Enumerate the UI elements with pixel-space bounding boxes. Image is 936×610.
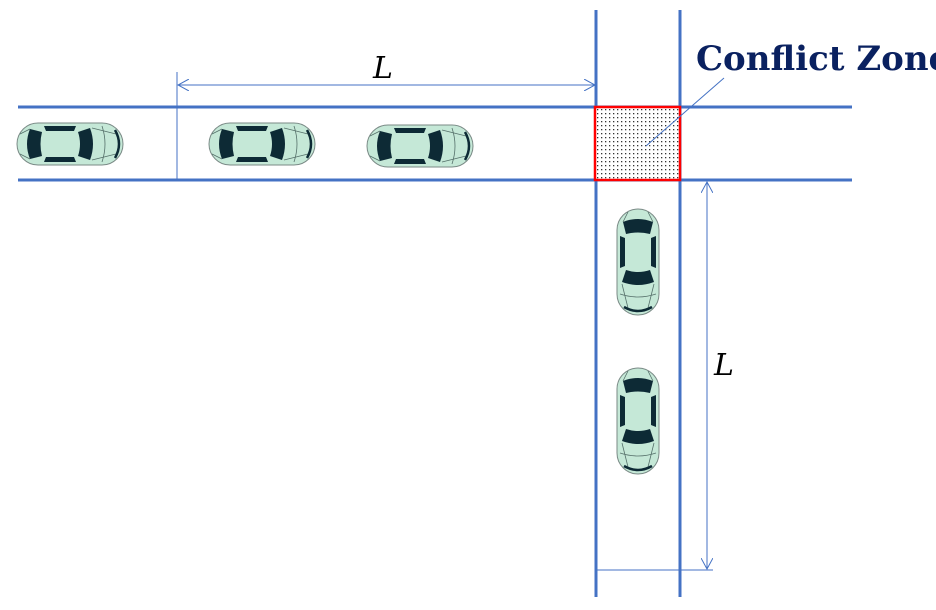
vertical-length-label: L bbox=[713, 348, 734, 383]
car-horizontal-2 bbox=[207, 121, 317, 167]
conflict-zone-leader-line bbox=[645, 77, 725, 147]
car-vertical-1 bbox=[615, 207, 661, 317]
conflict-zone-label: Conflict Zone bbox=[696, 39, 936, 79]
car-horizontal-3 bbox=[365, 123, 475, 169]
conflict-zone bbox=[593, 105, 682, 182]
car-vertical-2 bbox=[615, 366, 661, 476]
horizontal-length-label: L bbox=[372, 51, 393, 86]
car-horizontal-1 bbox=[15, 121, 125, 167]
